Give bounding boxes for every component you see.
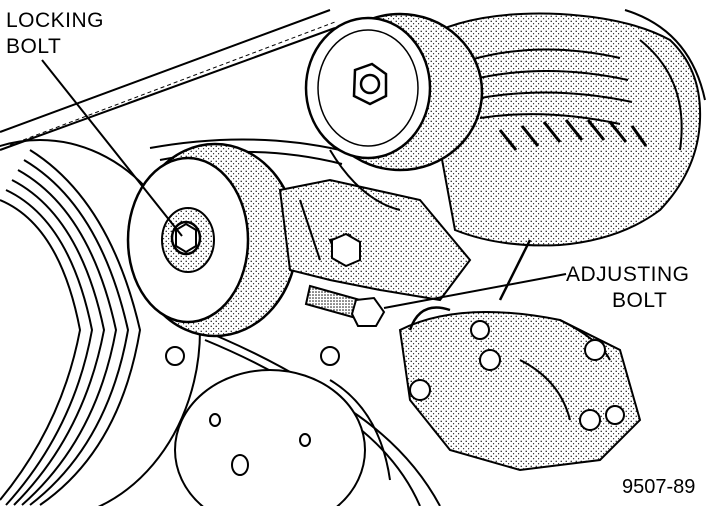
idler-pulley (126, 142, 299, 338)
locking-bolt-label: LOCKING BOLT (6, 8, 104, 60)
adjusting-bolt-label-line1: ADJUSTING (566, 263, 690, 286)
locking-bolt-label-line1: LOCKING (6, 9, 105, 32)
figure-number: 9507-89 (622, 476, 696, 498)
water-pump-pulley (174, 369, 391, 506)
fastener-bolts (165, 346, 340, 366)
mounting-bracket (278, 149, 472, 302)
adjusting-bolt (304, 284, 386, 327)
alternator (418, 9, 706, 247)
leader-lines (41, 59, 567, 309)
locking-bolt-label-line2: BOLT (6, 35, 62, 58)
adjusting-bolt-label: ADJUSTING BOLT (566, 262, 690, 314)
adjusting-bolt-leader (383, 273, 567, 309)
locking-bolt-leader (41, 59, 183, 237)
alternator-pulley (304, 12, 484, 172)
adjusting-bolt-label-line2: BOLT (612, 289, 668, 312)
compressor (398, 239, 642, 472)
